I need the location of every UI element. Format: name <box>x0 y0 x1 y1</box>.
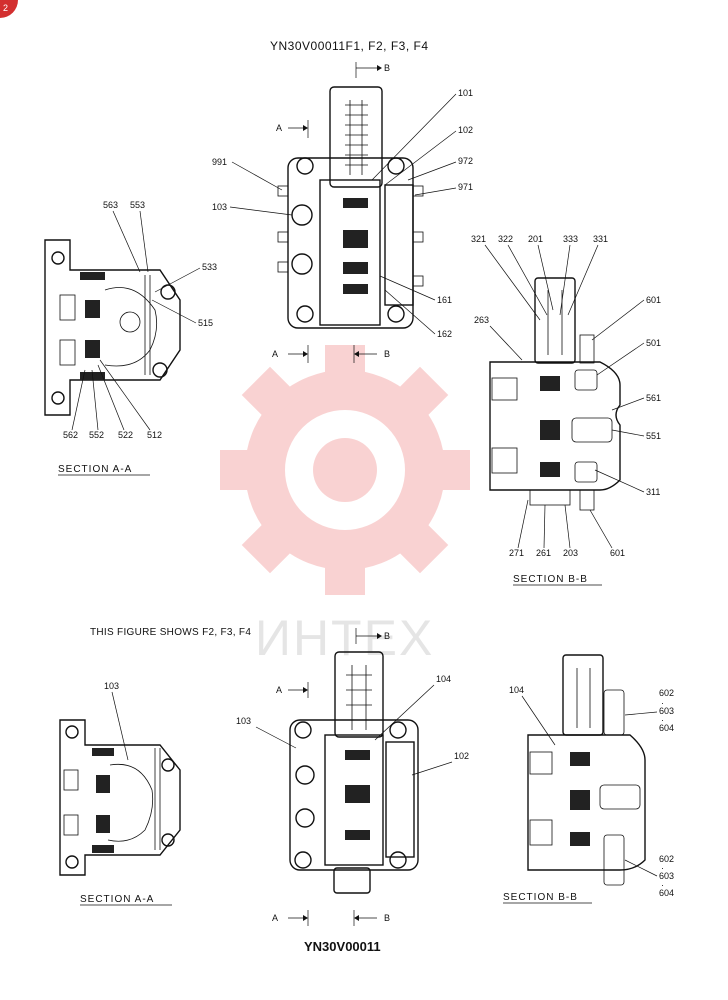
arrow-a-label: A <box>272 913 278 923</box>
svg-text:·: · <box>661 698 664 708</box>
callout: 271 <box>509 548 524 558</box>
section-bb-top-callouts: 321 322 201 333 331 601 263 501 561 551 … <box>471 234 661 558</box>
arrow-b-label: B <box>384 349 390 359</box>
callout: 603 <box>659 706 674 716</box>
callout: 551 <box>646 431 661 441</box>
callout: 103 <box>212 202 227 212</box>
corner-badge-label: 2 <box>3 3 8 13</box>
section-bb-bottom-caption: SECTION B-B <box>503 892 578 903</box>
section-arrows-top: B A A B <box>272 62 390 363</box>
callout: 602 <box>659 688 674 698</box>
callout: 103 <box>104 681 119 691</box>
arrow-a-label: A <box>272 349 278 359</box>
callout: 991 <box>212 157 227 167</box>
callout: 561 <box>646 393 661 403</box>
callout: 311 <box>646 487 660 497</box>
callout: 601 <box>610 548 625 558</box>
top-callouts: 101 102 972 971 991 103 161 162 <box>212 88 473 339</box>
callout: 563 <box>103 200 118 210</box>
callout: 101 <box>458 88 473 98</box>
section-arrows-bottom: B A A B <box>272 628 390 926</box>
callout: 263 <box>474 315 489 325</box>
callout: 552 <box>89 430 104 440</box>
callout: 522 <box>118 430 133 440</box>
callout: 515 <box>198 318 213 328</box>
section-bb-top-drawing <box>489 277 621 511</box>
section-aa-top-drawing <box>44 239 181 416</box>
section-aa-top-callouts: 563 553 533 515 562 552 522 512 <box>63 200 217 440</box>
corner-badge: 2 <box>0 0 18 18</box>
callout: 322 <box>498 234 513 244</box>
callout: 602 <box>659 854 674 864</box>
section-aa-bottom-drawing <box>59 719 181 876</box>
footer-model-number: YN30V00011 <box>304 939 381 954</box>
section-bb-bottom-callouts: 104 602 · 603 · 604 602 · 603 · 604 <box>509 685 674 898</box>
callout: 104 <box>436 674 451 684</box>
callout: 512 <box>147 430 162 440</box>
watermark-gear-logo <box>220 345 470 595</box>
callout: 162 <box>437 329 452 339</box>
callout: 102 <box>458 125 473 135</box>
callout: 971 <box>458 182 473 192</box>
arrow-b-label: B <box>384 63 390 73</box>
arrow-b-label: B <box>384 913 390 923</box>
callout: 104 <box>509 685 524 695</box>
callout: 201 <box>528 234 543 244</box>
top-title: YN30V00011F1, F2, F3, F4 <box>270 39 429 53</box>
section-aa-top-caption: SECTION A-A <box>58 464 132 475</box>
figure-note: THIS FIGURE SHOWS F2, F3, F4 <box>90 627 251 638</box>
callout: 102 <box>454 751 469 761</box>
top-front-view <box>277 86 424 329</box>
arrow-a-label: A <box>276 123 282 133</box>
callout: 972 <box>458 156 473 166</box>
callout: 103 <box>236 716 251 726</box>
svg-text:·: · <box>661 715 664 725</box>
callout: 604 <box>659 723 674 733</box>
arrow-b-label: B <box>384 631 390 641</box>
svg-text:·: · <box>661 863 664 873</box>
callout: 333 <box>563 234 578 244</box>
callout: 562 <box>63 430 78 440</box>
callout: 601 <box>646 295 661 305</box>
section-bb-bottom-drawing <box>527 654 646 886</box>
callout: 501 <box>646 338 661 348</box>
callout: 604 <box>659 888 674 898</box>
callout: 603 <box>659 871 674 881</box>
watermark-text: ИНТЕХ <box>255 610 434 666</box>
spring-top <box>345 100 368 175</box>
bottom-callouts: 104 103 102 <box>236 674 469 776</box>
callout: 553 <box>130 200 145 210</box>
callout: 533 <box>202 262 217 272</box>
callout: 331 <box>593 234 608 244</box>
section-aa-bottom-caption: SECTION A-A <box>80 894 154 905</box>
section-bb-top-caption: SECTION B-B <box>513 574 588 585</box>
arrow-a-label: A <box>276 685 282 695</box>
callout: 161 <box>437 295 452 305</box>
callout: 261 <box>536 548 551 558</box>
callout: 203 <box>563 548 578 558</box>
svg-text:·: · <box>661 880 664 890</box>
bottom-front-view <box>289 651 419 894</box>
callout: 321 <box>471 234 486 244</box>
